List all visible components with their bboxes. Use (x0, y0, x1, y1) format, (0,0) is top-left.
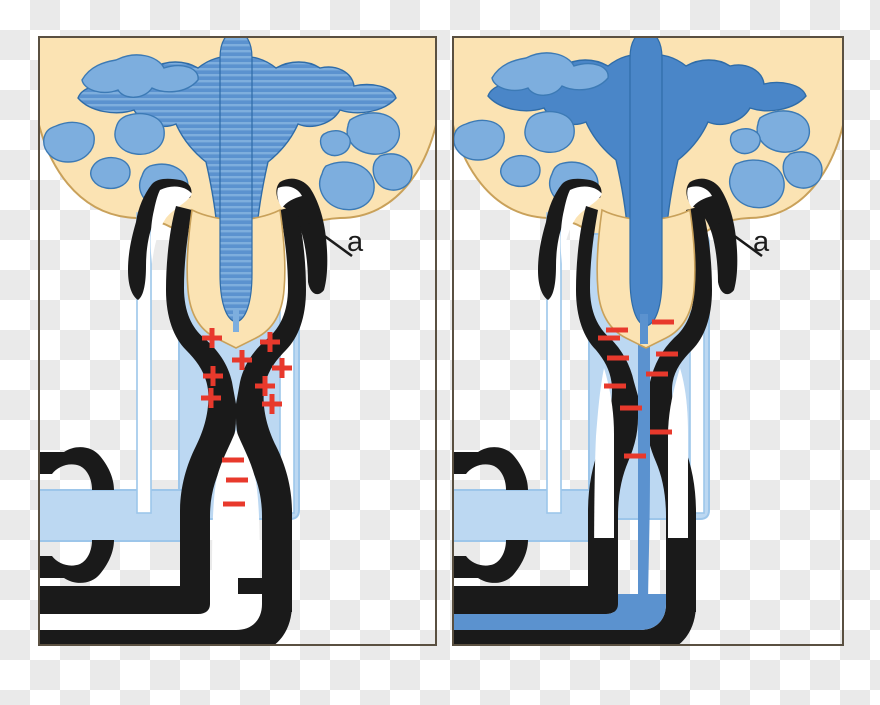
fluid-island (114, 112, 165, 155)
axon-assembly (40, 538, 292, 644)
fluid-island (454, 119, 505, 161)
charge-plus (201, 388, 221, 408)
charge-plus (202, 328, 222, 348)
fluid-island (782, 151, 823, 189)
charge-plus (203, 366, 223, 386)
fluid-island (729, 128, 761, 155)
panel-b-diagram (454, 38, 842, 644)
fluid-island (524, 110, 575, 153)
fluid-island (90, 156, 131, 190)
cup-neck (233, 310, 239, 332)
cell-membrane-left-inner (150, 186, 192, 264)
membrane-hook-lower (454, 540, 528, 583)
charge-plus (260, 332, 280, 352)
cup-neck (640, 314, 648, 344)
negative-charge-group (598, 319, 678, 459)
fluid-island (346, 112, 401, 155)
cell-membrane-right-flap (276, 178, 328, 295)
hair-cell-membrane (166, 206, 306, 612)
positive-charge-group (201, 328, 292, 414)
receptor-cup-fluid (219, 38, 253, 323)
resting-state-panel (38, 36, 437, 646)
cell-membrane-right-highlight (687, 186, 712, 208)
fluid-island (729, 159, 785, 209)
depolarization-column (638, 338, 650, 614)
charge-plus (232, 350, 252, 370)
receptor-cup-fluid (629, 38, 663, 327)
fluid-island (319, 130, 351, 157)
panel-a-diagram (40, 38, 435, 644)
fluid-island (372, 153, 413, 191)
fluid-island (43, 121, 95, 163)
callout-label-a-left: a (347, 226, 364, 258)
fluid-channel-horizontal (40, 489, 193, 542)
cell-membrane-left-flap (538, 178, 602, 300)
cell-membrane-right-highlight (277, 186, 302, 208)
membrane-hook-lower (40, 540, 114, 583)
fluid-island (756, 110, 811, 153)
charge-plus (262, 394, 282, 414)
callout-leader-line (307, 222, 353, 258)
fluid-island (319, 161, 375, 211)
charge-plus (272, 358, 292, 378)
callout-label-a-right: a (753, 226, 770, 258)
charge-plus (255, 376, 275, 396)
axon-assembly (454, 538, 696, 644)
cell-cytoplasm-white (212, 430, 260, 598)
fluid-island (491, 52, 609, 96)
fluid-channel-horizontal (454, 489, 603, 542)
membrane-hook-upper (40, 447, 114, 490)
cell-membrane-left-flap (128, 178, 192, 300)
fluid-island (500, 154, 541, 188)
membrane-hook-upper (454, 447, 528, 490)
negative-charge-group (222, 457, 248, 507)
callout-leader-line (717, 222, 763, 258)
cell-membrane-left-inner (560, 186, 602, 264)
excited-state-panel (452, 36, 844, 646)
fluid-island (81, 54, 199, 98)
